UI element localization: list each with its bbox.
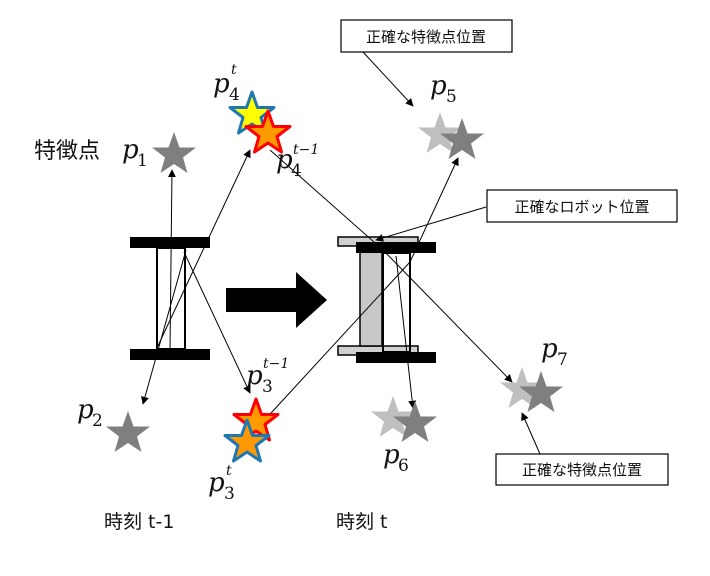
callout-text: 正確なロボット位置 (514, 198, 649, 216)
feature-point-label: 特徴点 (34, 139, 100, 164)
star-p3-t (223, 418, 271, 463)
robot-correct-front-bar (356, 242, 436, 253)
label-p7: p 7 (541, 334, 568, 370)
obs-line-p4 (155, 149, 251, 351)
label-p1: p 1 (122, 135, 148, 171)
p3t-sub: 3 (224, 484, 235, 504)
obs-line-p2 (141, 249, 187, 405)
star-p4-prev (244, 109, 292, 154)
callout-box (340, 19, 513, 53)
p7-sub: 7 (557, 350, 568, 370)
label-p3prev: p 3 t−1 (246, 356, 289, 397)
p4prev-var: p (276, 145, 293, 175)
obs-line-p4-to-robot (269, 149, 384, 251)
robot-correct (356, 242, 436, 363)
label-p6: p 6 (383, 440, 409, 476)
obs-line-p1 (167, 169, 176, 351)
p5-sub: 5 (446, 87, 457, 107)
p4t-sup: t (231, 62, 237, 78)
callout-box (495, 453, 669, 486)
callout-correct-feature-bottom: 正確な特徴点位置 (495, 453, 669, 486)
callout-correct-robot: 正確なロボット位置 (486, 189, 678, 223)
callout-arrow-feature-top (362, 51, 414, 107)
p4prev-sub: 4 (291, 161, 302, 181)
obs-line-p3-to-robot (259, 261, 411, 426)
callout-text: 正確な特徴点位置 (522, 461, 642, 479)
label-p4t: p 4 t (213, 62, 240, 105)
p3t-var: p (208, 468, 225, 498)
callout-arrow-robot (375, 206, 487, 242)
p7-var: p (541, 334, 558, 364)
p4t-sub: 4 (229, 85, 240, 105)
callout-arrow-feature-bottom (521, 412, 541, 455)
time-label-prev: 時刻 t-1 (104, 511, 174, 533)
obs-line-p7 (382, 249, 513, 383)
star-p6-correct (393, 401, 437, 442)
star-p5-estimate (418, 112, 462, 153)
star-p4-t (228, 90, 276, 135)
movement-arrow (226, 272, 327, 328)
callout-text: 正確な特徴点位置 (366, 28, 486, 46)
p3prev-sub: 3 (262, 377, 273, 397)
p1-sub: 1 (137, 151, 148, 171)
star-p2 (106, 411, 150, 452)
p5-var: p (430, 71, 447, 101)
label-p5: p 5 (430, 71, 457, 107)
p1-var: p (122, 135, 139, 165)
star-p1 (152, 132, 196, 173)
star-p7-correct (519, 371, 563, 412)
star-p3-prev (232, 397, 280, 442)
star-p5-correct (440, 118, 484, 159)
p2-sub: 2 (92, 411, 103, 431)
p6-var: p (383, 440, 400, 470)
obs-line-p6 (395, 255, 417, 409)
p3prev-var: p (246, 361, 263, 391)
robot-prev-front-bar (130, 237, 210, 248)
callout-correct-feature-top: 正確な特徴点位置 (340, 19, 513, 53)
p3t-sup: t (226, 463, 232, 479)
callout-box (486, 189, 678, 223)
label-p2: p 2 (77, 395, 103, 431)
robot-correct-rear-bar (356, 352, 436, 363)
p4prev-sup: t−1 (293, 142, 319, 158)
p2-var: p (77, 395, 94, 425)
obs-line-p5 (409, 157, 459, 263)
p3prev-sup: t−1 (263, 356, 289, 372)
robot-estimated (337, 236, 419, 356)
robot-prev-rear-bar (130, 349, 210, 360)
time-label-now: 時刻 t (336, 511, 388, 533)
p4t-var: p (213, 69, 230, 99)
label-p3t: p 3 t (208, 463, 235, 504)
label-p4prev: p 4 t−1 (276, 142, 319, 181)
p6-sub: 6 (398, 456, 409, 476)
obs-line-p3 (183, 251, 251, 394)
robot-correct-body (382, 252, 411, 353)
